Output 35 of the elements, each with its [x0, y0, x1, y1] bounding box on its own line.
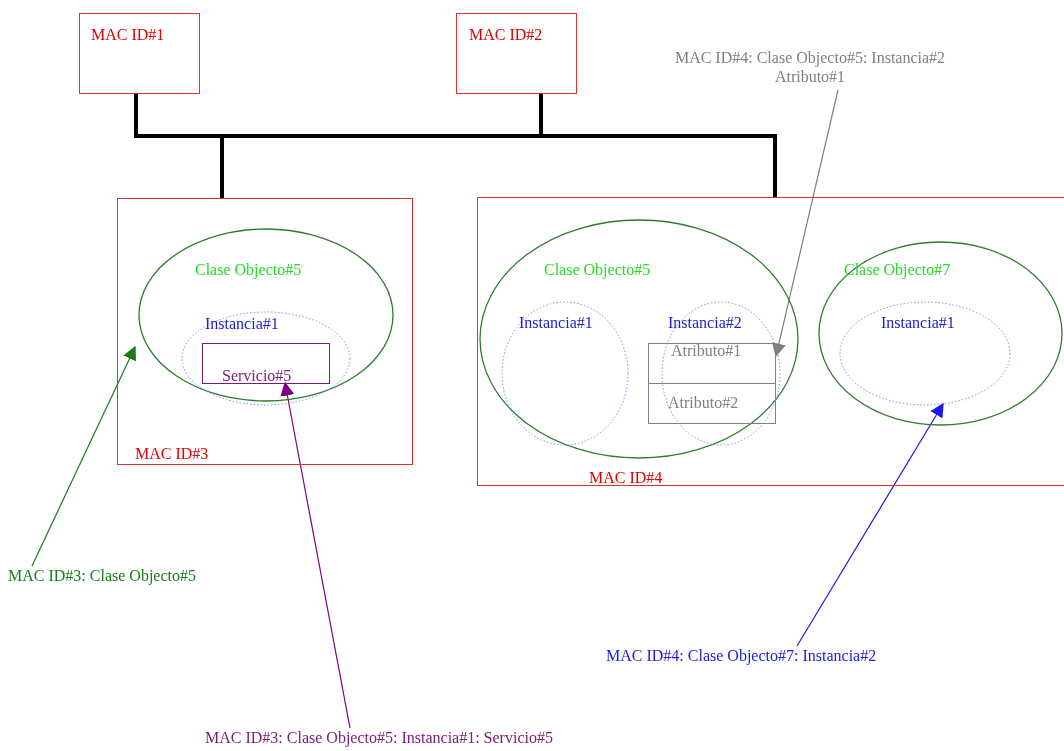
- callout-text: MAC ID#4: Clase Objecto#7: Instancia#2: [606, 646, 877, 665]
- leader-arrow: [280, 381, 351, 729]
- service-box: [202, 343, 330, 384]
- node-label: Atributo#2: [668, 393, 739, 412]
- callout-text: MAC ID#4: Clase Objecto#5: Instancia#2 Atributo#1: [673, 48, 947, 86]
- instance-ellipse: [181, 311, 351, 406]
- node-label: Instancia#1: [519, 313, 593, 332]
- instance-ellipse: [661, 301, 781, 446]
- instance-ellipse: [501, 301, 629, 446]
- attribute-row: [648, 383, 776, 424]
- device-box: [456, 13, 577, 94]
- device-box: [477, 197, 1064, 486]
- network-cable: [539, 94, 777, 197]
- leader-arrow: [772, 89, 839, 358]
- device-box: [117, 198, 413, 465]
- attribute-row: [648, 343, 776, 384]
- node-label: Atributo#1: [671, 341, 742, 360]
- callout-text: MAC ID#3: Clase Objecto#5: [8, 566, 196, 585]
- node-label: Instancia#1: [205, 314, 279, 333]
- node-label: Servicio#5: [222, 366, 292, 385]
- object-class-ellipse: [479, 219, 799, 459]
- device-box: [79, 13, 200, 94]
- node-label: Instancia#1: [881, 313, 955, 332]
- node-label: Clase Objecto#5: [544, 260, 651, 279]
- object-class-ellipse: [818, 241, 1063, 426]
- node-label: MAC ID#4: [589, 468, 663, 487]
- node-label: Clase Objecto#5: [195, 260, 302, 279]
- node-label: MAC ID#2: [469, 25, 543, 44]
- node-label: Instancia#2: [668, 313, 742, 332]
- node-label: MAC ID#1: [91, 25, 165, 44]
- leader-arrow: [31, 345, 136, 567]
- node-label: MAC ID#3: [135, 444, 209, 463]
- callout-text: MAC ID#3: Clase Objecto#5: Instancia#1: Servicio#5: [205, 728, 553, 747]
- instance-ellipse: [839, 301, 1011, 406]
- leader-arrow: [796, 402, 944, 647]
